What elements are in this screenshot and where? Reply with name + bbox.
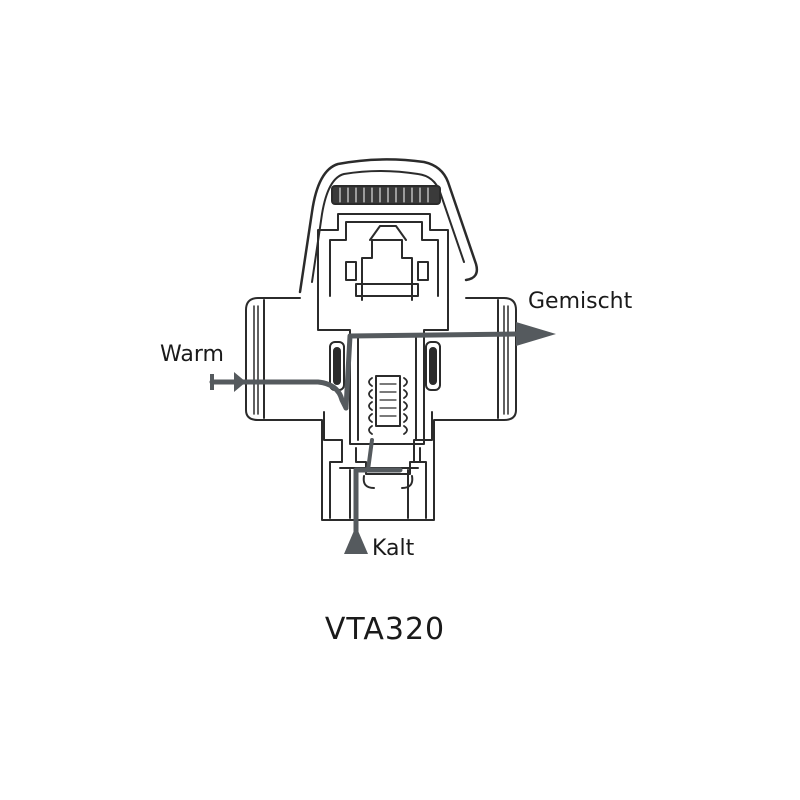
- warm-flow-label: Warm: [160, 342, 224, 367]
- left-nut: [345, 261, 357, 281]
- cold-flow-line: [353, 467, 403, 543]
- left-port-thread: [253, 305, 259, 415]
- right-nut: [417, 261, 429, 281]
- warm-flow-line: [209, 379, 349, 411]
- bonnet-inner: [329, 221, 439, 297]
- spring: [368, 377, 408, 435]
- cold-arrowhead: [344, 526, 368, 554]
- valve-seat-hooks: [362, 475, 414, 489]
- o-ring-right: [425, 341, 441, 391]
- bonnet: [317, 213, 449, 301]
- knob-cap-inner: [311, 170, 465, 283]
- warm-arrowhead: [234, 372, 246, 392]
- spindle-housing-inner: [357, 335, 417, 441]
- knob-cap: [298, 158, 479, 294]
- mixed-flow-label: Gemischt: [528, 289, 633, 314]
- cold-flow-label: Kalt: [372, 536, 415, 561]
- model-title: VTA320: [324, 612, 446, 647]
- knurled-ring-lines: [339, 187, 429, 203]
- piston-ribs: [379, 383, 397, 417]
- mixed-flow-line: [343, 331, 519, 411]
- stem-head: [369, 225, 407, 241]
- cold-flow-branch: [366, 438, 374, 472]
- o-ring-right-inner: [429, 347, 437, 385]
- bottom-port: [339, 467, 419, 519]
- mixed-arrowhead: [516, 322, 556, 346]
- cold-arrow-tail: [348, 550, 364, 554]
- warm-arrow-tail: [210, 374, 214, 390]
- spindle-housing: [317, 299, 449, 445]
- o-ring-left-inner: [333, 347, 341, 385]
- knurled-ring: [331, 185, 441, 205]
- valve-seat: [355, 447, 421, 475]
- valve-body-outline: [245, 297, 517, 521]
- valve-body-inner-outline: [263, 299, 499, 519]
- right-port-thread: [503, 305, 509, 415]
- stem: [361, 239, 413, 301]
- piston: [375, 375, 401, 427]
- stem-collar: [355, 283, 419, 297]
